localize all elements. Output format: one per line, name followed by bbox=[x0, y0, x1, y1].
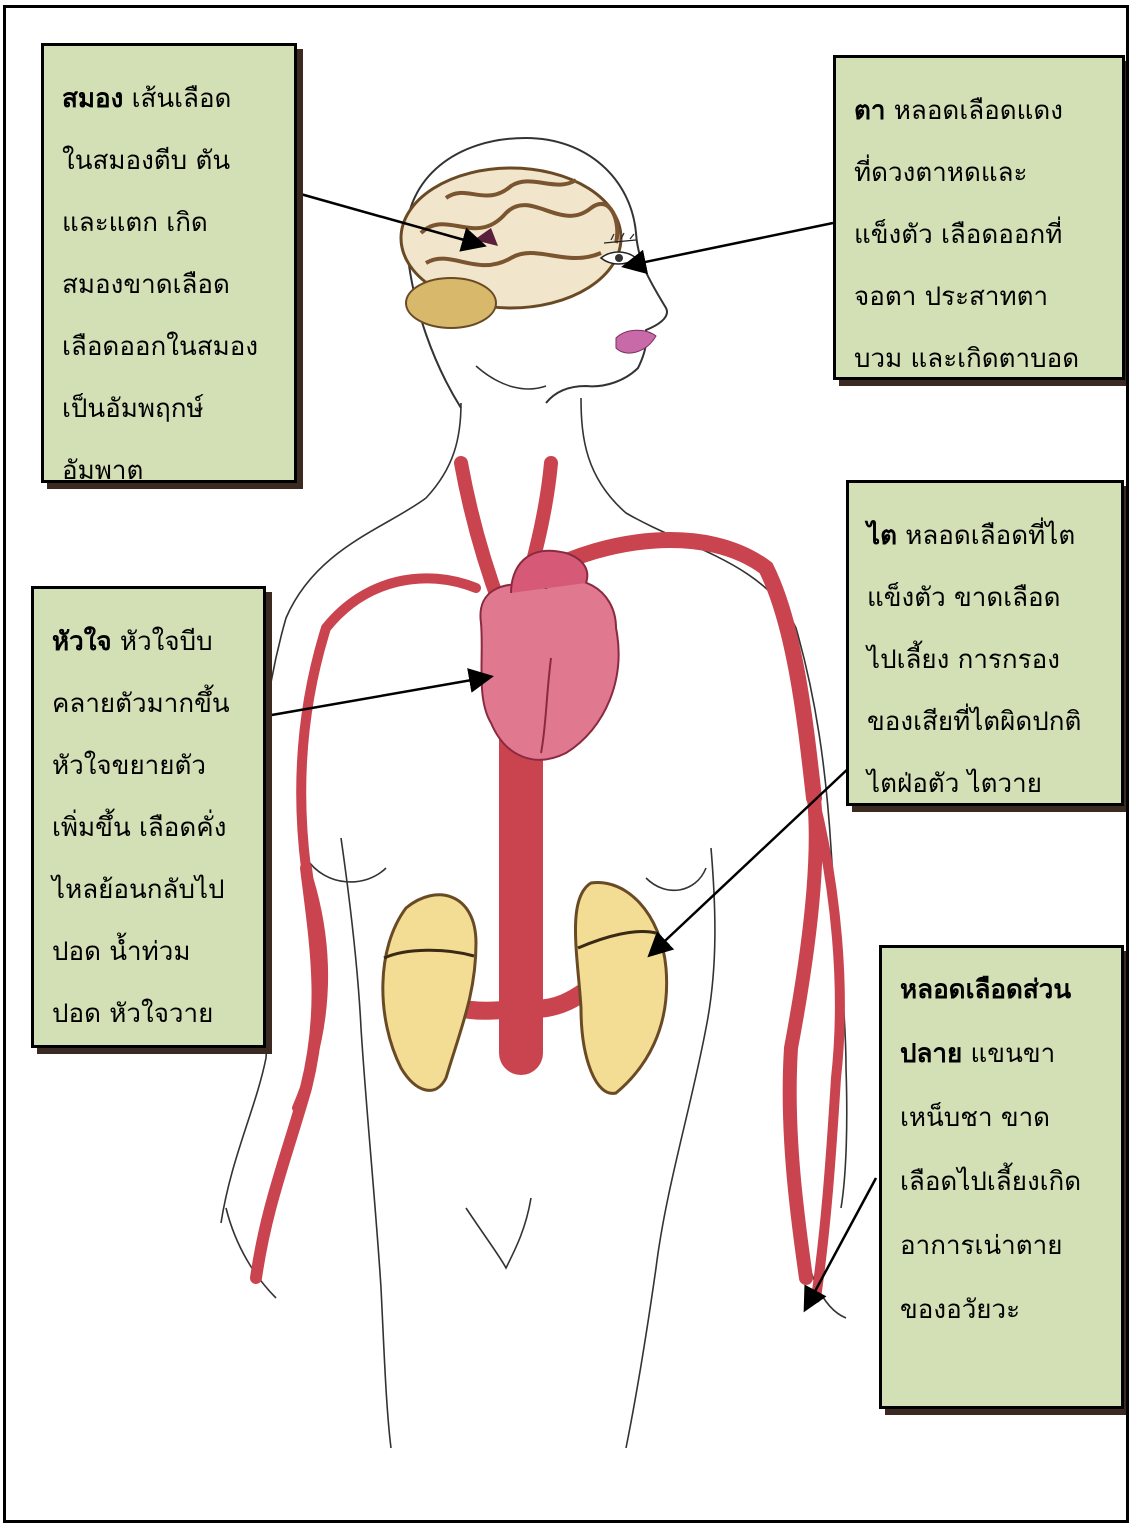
arrow-limb bbox=[806, 1178, 876, 1308]
callout-kidney-text: หลอดเลือดที่ไต แข็งตัว ขาดเลือด ไปเลี้ยง… bbox=[867, 521, 1081, 799]
callout-heart: หัวใจ หัวใจบีบ คลายตัวมากขึ้น หัวใจขยายต… bbox=[31, 586, 266, 1048]
head bbox=[401, 138, 667, 408]
lips bbox=[616, 330, 656, 353]
arrow-eye bbox=[626, 223, 833, 266]
callout-kidney-heading: ไต bbox=[867, 521, 897, 551]
callout-peripheral-vessels: หลอดเลือดส่วน ปลาย แขนขา เหน็บชา ขาด เลื… bbox=[879, 945, 1124, 1409]
arrow-heart bbox=[266, 677, 489, 716]
callout-eye-heading: ตา bbox=[854, 96, 885, 126]
brain-illustration bbox=[401, 168, 621, 328]
callout-eye-text: หลอดเลือดแดง ที่ดวงตาหดและ แข็งตัว เลือด… bbox=[854, 96, 1079, 374]
callout-brain: สมอง เส้นเลือด ในสมองตีบ ตัน และแตก เกิด… bbox=[41, 43, 297, 483]
callout-brain-heading: สมอง bbox=[62, 84, 123, 114]
callout-peripheral-text: แขนขา เหน็บชา ขาด เลือดไปเลี้ยงเกิด อากา… bbox=[900, 1039, 1081, 1325]
callout-brain-text: เส้นเลือด ในสมองตีบ ตัน และแตก เกิด สมอง… bbox=[62, 84, 258, 486]
callout-heart-heading: หัวใจ bbox=[52, 627, 112, 657]
callout-eye: ตา หลอดเลือดแดง ที่ดวงตาหดและ แข็งตัว เล… bbox=[833, 55, 1125, 380]
diagram-frame: สมอง เส้นเลือด ในสมองตีบ ตัน และแตก เกิด… bbox=[3, 5, 1129, 1523]
heart-illustration bbox=[480, 551, 618, 760]
callout-heart-text: หัวใจบีบ คลายตัวมากขึ้น หัวใจขยายตัว เพิ… bbox=[52, 627, 230, 1029]
callout-kidney: ไต หลอดเลือดที่ไต แข็งตัว ขาดเลือด ไปเลี… bbox=[846, 480, 1124, 806]
